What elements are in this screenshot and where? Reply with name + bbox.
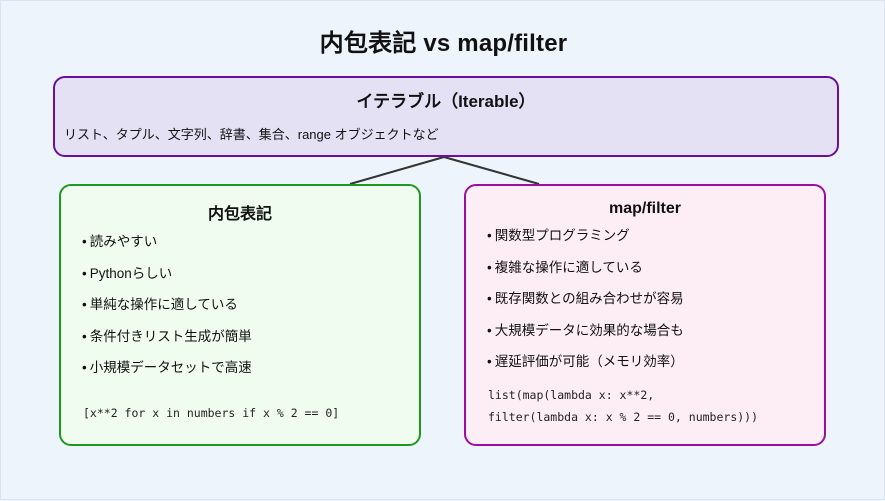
bullet-icon: • <box>82 297 87 312</box>
bullet-icon: • <box>487 322 492 338</box>
bullet-icon: • <box>487 291 492 306</box>
node-comprehension-heading: 内包表記 <box>207 206 272 223</box>
list-item-label: Pythonらしい <box>89 265 173 281</box>
node-mapfilter-code: list(map(lambda x: x**2, filter(lambda x… <box>488 388 759 424</box>
list-item-label: 遅延評価が可能（メモリ効率） <box>494 354 684 369</box>
bullet-icon: • <box>82 360 87 375</box>
list-item-label: 読みやすい <box>89 234 158 249</box>
bullet-icon: • <box>487 259 492 275</box>
list-item-label: 既存関数との組み合わせが容易 <box>494 291 684 306</box>
bullet-icon: • <box>487 228 492 243</box>
list-item-label: 関数型プログラミング <box>494 228 630 243</box>
list-item: •条件付きリスト生成が簡単 <box>82 328 419 344</box>
node-iterable-heading: イテラブル（Iterable） <box>356 92 536 111</box>
list-item-label: 小規模データセットで高速 <box>89 360 252 375</box>
list-item: •関数型プログラミング <box>487 229 824 243</box>
bullet-icon: • <box>82 265 87 281</box>
connector-line-right <box>443 156 540 185</box>
list-item-label: 条件付きリスト生成が簡単 <box>89 328 252 344</box>
list-item-label: 単純な操作に適している <box>89 297 238 312</box>
list-item: •複雑な操作に適している <box>487 259 824 275</box>
node-comprehension-bullet-list: •読みやすい •Pythonらしい •単純な操作に適している •条件付きリスト生… <box>61 235 419 375</box>
connector-line-left <box>349 156 445 185</box>
bullet-icon: • <box>82 328 87 344</box>
list-item: •大規模データに効果的な場合も <box>487 322 824 338</box>
node-comprehension-code: [x**2 for x in numbers if x % 2 == 0] <box>83 405 340 420</box>
bullet-icon: • <box>487 354 492 369</box>
bullet-icon: • <box>82 234 87 249</box>
list-item: •既存関数との組み合わせが容易 <box>487 292 824 306</box>
node-mapfilter[interactable]: map/filter •関数型プログラミング •複雑な操作に適している •既存関… <box>464 184 826 446</box>
node-mapfilter-heading: map/filter <box>608 200 681 217</box>
list-item: •Pythonらしい <box>82 265 419 281</box>
page-title: 内包表記 vs map/filter <box>319 30 568 57</box>
list-item: •小規模データセットで高速 <box>82 361 419 375</box>
list-item: •読みやすい <box>82 235 419 249</box>
node-mapfilter-bullet-list: •関数型プログラミング •複雑な操作に適している •既存関数との組み合わせが容易… <box>466 229 824 369</box>
list-item: •単純な操作に適している <box>82 298 419 312</box>
node-iterable-subtext: リスト、タプル、文字列、辞書、集合、range オブジェクトなど <box>64 127 439 142</box>
node-iterable[interactable]: イテラブル（Iterable） リスト、タプル、文字列、辞書、集合、range … <box>53 76 839 157</box>
list-item-label: 複雑な操作に適している <box>494 259 643 275</box>
list-item: •遅延評価が可能（メモリ効率） <box>487 355 824 369</box>
node-comprehension[interactable]: 内包表記 •読みやすい •Pythonらしい •単純な操作に適している •条件付… <box>59 184 421 446</box>
list-item-label: 大規模データに効果的な場合も <box>494 322 684 338</box>
